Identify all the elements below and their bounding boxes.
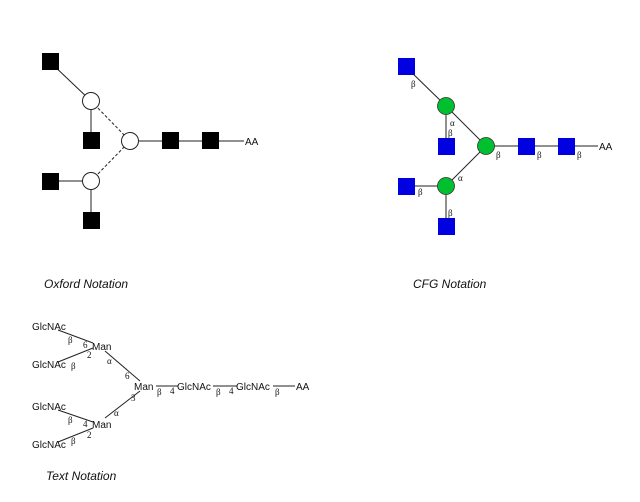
text-man-label: Man [134, 382, 153, 393]
cfg-man-circle [437, 97, 455, 115]
oxford-glcnac-square [202, 132, 219, 149]
cfg-link [445, 105, 487, 147]
text-link [104, 390, 141, 419]
text-linkage-label: 6 [125, 371, 130, 381]
text-linkage-label: α [107, 356, 112, 366]
oxford-man-circle [121, 132, 139, 150]
text-linkage-label: β [275, 387, 280, 397]
text-linkage-label: β [216, 387, 221, 397]
cfg-linkage-label: β [411, 79, 416, 89]
oxford-glcnac-square [83, 212, 100, 229]
cfg-glcnac-square [438, 138, 455, 155]
cfg-aglycone-label: AA [599, 142, 613, 153]
text-linkage-label: α [114, 408, 119, 418]
text-linkage-label: β [71, 436, 76, 446]
oxford-glcnac-square [83, 132, 100, 149]
cfg-link [445, 145, 487, 187]
text-linkage-label: β [68, 335, 73, 345]
text-linkage-label: 3 [131, 393, 136, 403]
text-link [57, 329, 94, 344]
cfg-linkage-label: β [496, 150, 501, 160]
text-glcnac-label: GlcNAc [236, 382, 270, 393]
text-linkage-label: 2 [87, 350, 92, 360]
oxford-dashed-link [90, 140, 131, 182]
text-linkage-label: 6 [83, 340, 88, 350]
text-link [57, 427, 94, 443]
cfg-linkage-label: α [458, 173, 463, 183]
cfg-diagram: β α β β β β α β β AA [398, 58, 613, 235]
cfg-linkage-label: β [418, 187, 423, 197]
oxford-glcnac-square [42, 173, 59, 190]
oxford-glcnac-square [162, 132, 179, 149]
text-linkage-label: 4 [83, 419, 88, 429]
text-man-label: Man [92, 420, 111, 431]
oxford-aglycone-label: AA [245, 137, 259, 148]
oxford-man-circle [82, 172, 100, 190]
text-notation-diagram: GlcNAc GlcNAc Man Man GlcNAc GlcNAc Man … [32, 322, 310, 451]
cfg-linkage-label: β [448, 208, 453, 218]
cfg-linkage-label: β [537, 150, 542, 160]
cfg-man-circle [437, 177, 455, 195]
text-linkage-label: 4 [170, 386, 175, 396]
text-glcnac-label: GlcNAc [32, 322, 66, 333]
cfg-caption: CFG Notation [413, 277, 487, 291]
cfg-glcnac-square [518, 138, 535, 155]
cfg-glcnac-square [398, 58, 415, 75]
oxford-diagram: AA [42, 53, 259, 229]
text-link [104, 350, 141, 382]
text-caption: Text Notation [46, 469, 117, 483]
text-man-label: Man [92, 342, 111, 353]
oxford-man-circle [82, 92, 100, 110]
text-aglycone-label: AA [296, 382, 310, 393]
cfg-linkage-label: β [577, 150, 582, 160]
text-glcnac-label: GlcNAc [32, 402, 66, 413]
cfg-glcnac-square [398, 178, 415, 195]
oxford-dashed-link [90, 100, 131, 142]
text-linkage-label: β [157, 387, 162, 397]
oxford-caption: Oxford Notation [44, 277, 128, 291]
text-linkage-label: β [68, 415, 73, 425]
text-glcnac-label: GlcNAc [177, 382, 211, 393]
text-glcnac-label: GlcNAc [32, 440, 66, 451]
text-link [57, 409, 94, 423]
cfg-linkage-label: β [448, 128, 453, 138]
cfg-glcnac-square [558, 138, 575, 155]
oxford-glcnac-square [42, 53, 59, 70]
cfg-man-circle [477, 137, 495, 155]
cfg-glcnac-square [438, 218, 455, 235]
text-linkage-label: 2 [87, 430, 92, 440]
text-linkage-label: β [71, 361, 76, 371]
text-glcnac-label: GlcNAc [32, 360, 66, 371]
cfg-linkage-label: α [450, 118, 455, 128]
text-linkage-label: 4 [229, 386, 234, 396]
text-link [57, 347, 94, 363]
